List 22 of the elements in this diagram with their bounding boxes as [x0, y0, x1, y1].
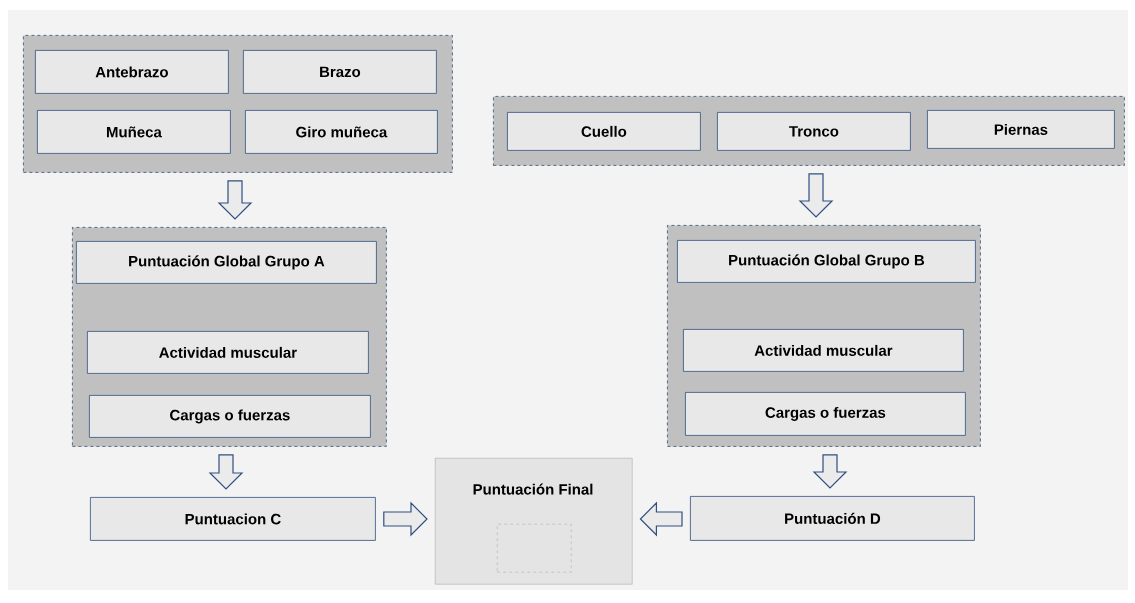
label-box: Cargas o fuerzas [685, 392, 966, 436]
label-box: Muñeca [37, 110, 231, 154]
label-box: Cargas o fuerzas [89, 395, 371, 438]
label-box: Puntuación Global Grupo B [677, 240, 976, 283]
block-arrow [208, 454, 244, 490]
label-box: Actividad muscular [87, 331, 369, 374]
label-box: Puntuacion C [90, 497, 376, 541]
label-box: Puntuación D [690, 496, 975, 541]
label-box: Cuello [507, 112, 701, 151]
label-box: Brazo [243, 50, 437, 94]
block-arrow [812, 454, 848, 489]
label-box: Antebrazo [35, 50, 229, 94]
label-box: Actividad muscular [683, 329, 964, 372]
block-arrow [798, 173, 834, 218]
block-arrow [217, 180, 253, 220]
label-box: Giro muñeca [245, 110, 438, 154]
block-arrow [639, 501, 683, 537]
label-box: Piernas [927, 110, 1115, 149]
label-box: Tronco [717, 112, 911, 151]
placeholder-box [497, 524, 572, 573]
block-arrow [383, 501, 428, 537]
label-box: Puntuación Global Grupo A [76, 241, 377, 284]
